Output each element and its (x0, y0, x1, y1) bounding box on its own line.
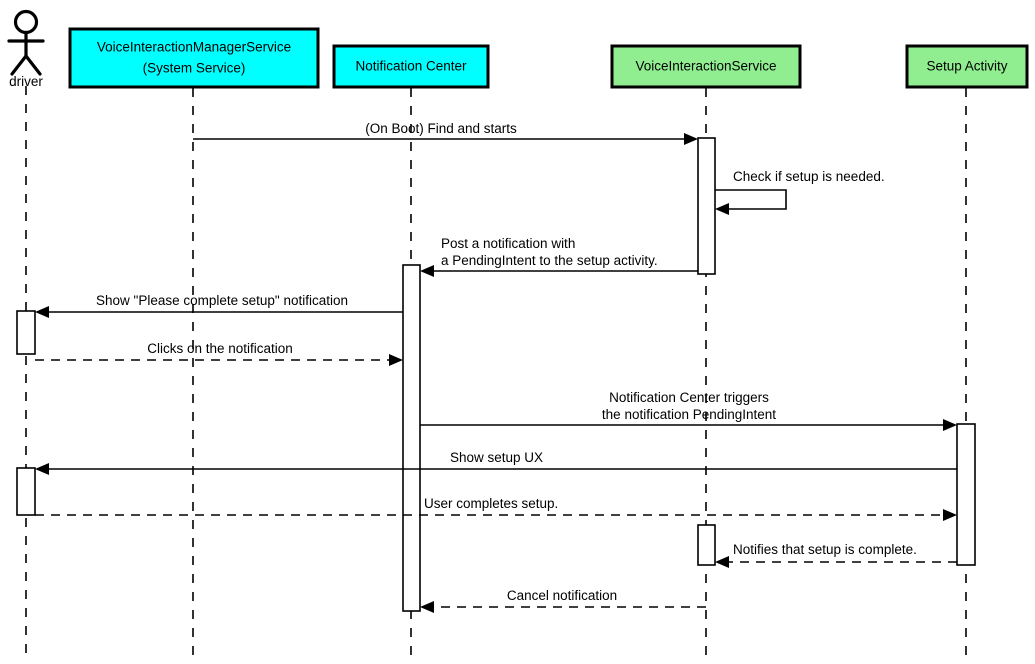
message-arrowhead-m4 (35, 306, 49, 318)
message-label-m5: Clicks on the notification (147, 341, 293, 356)
participant-label-notification-center: Notification Center (355, 59, 467, 74)
message-arrowhead-m10 (420, 601, 434, 613)
participant-notification-center[interactable]: Notification Center (332, 44, 490, 89)
activation-bar-driver-1 (16, 310, 36, 355)
message-show-please-complete-setup-notification: Show "Please complete setup" notificatio… (35, 293, 403, 318)
message-label-m6-line2: the notification PendingIntent (602, 407, 776, 422)
participant-box-vims[interactable] (68, 27, 320, 89)
actor-label-driver: driver (9, 74, 43, 89)
message-label-m4: Show "Please complete setup" notificatio… (96, 293, 348, 308)
message-label-m10: Cancel notification (507, 588, 617, 603)
message-on-boot-find-and-starts: (On Boot) Find and starts (193, 121, 698, 145)
activation-bar-setup-activity (956, 423, 976, 566)
participant-label-setup-activity: Setup Activity (926, 59, 1007, 74)
message-label-m3-line2: a PendingIntent to the setup activity. (441, 253, 658, 268)
actor-head-icon (13, 9, 39, 35)
participant-label-vis: VoiceInteractionService (635, 59, 776, 74)
message-label-m3-line1: Post a notification with (441, 236, 575, 251)
message-label-m9: Notifies that setup is complete. (733, 542, 917, 557)
activation-bar-notification-center (402, 264, 421, 612)
message-notifies-that-setup-is-complete: Notifies that setup is complete. (715, 542, 957, 568)
activation-bar-vis-2 (697, 524, 716, 566)
message-notification-center-triggers-pendingintent: Notification Center triggers the notific… (420, 390, 957, 431)
activation-bar-driver-2 (16, 467, 36, 516)
message-arrowhead-m6 (943, 419, 957, 431)
message-line-m2 (715, 189, 787, 210)
message-user-completes-setup: User completes setup. (35, 496, 957, 521)
message-label-m7: Show setup UX (450, 450, 543, 465)
activation-bars-group (16, 137, 976, 612)
participant-box-vis[interactable] (610, 44, 802, 89)
participant-vis[interactable]: VoiceInteractionService (610, 44, 802, 89)
message-label-m6-line1: Notification Center triggers (609, 390, 769, 405)
actor-right-leg-icon (24, 54, 42, 76)
message-show-setup-ux: Show setup UX (35, 450, 957, 475)
activation-bar-vis-1 (697, 137, 716, 275)
message-arrowhead-m8 (943, 509, 957, 521)
participant-box-notification-center[interactable] (332, 44, 490, 89)
message-arrowhead-m9 (715, 556, 729, 568)
actor-driver: driver (7, 9, 45, 89)
message-label-m1: (On Boot) Find and starts (365, 121, 517, 136)
message-check-if-setup-is-needed: Check if setup is needed. (715, 169, 885, 215)
participant-label-vims-line1: VoiceInteractionManagerService (97, 40, 291, 55)
message-arrowhead-m2 (715, 203, 729, 215)
message-arrowhead-m5 (389, 354, 403, 366)
participant-box-setup-activity[interactable] (905, 44, 1029, 89)
participant-label-vims-line2: (System Service) (143, 61, 246, 76)
message-clicks-on-the-notification: Clicks on the notification (35, 341, 403, 366)
message-arrowhead-m7 (35, 463, 49, 475)
participant-setup-activity[interactable]: Setup Activity (905, 44, 1029, 89)
message-label-m2: Check if setup is needed. (733, 169, 885, 184)
message-post-a-notification: Post a notification with a PendingIntent… (420, 236, 698, 277)
message-label-m8: User completes setup. (424, 496, 558, 511)
message-arrowhead-m3 (420, 265, 434, 277)
message-arrowhead-m1 (684, 133, 698, 145)
actor-left-leg-icon (10, 54, 28, 76)
participant-vims[interactable]: VoiceInteractionManagerService (System S… (68, 27, 320, 89)
message-cancel-notification: Cancel notification (420, 588, 706, 613)
